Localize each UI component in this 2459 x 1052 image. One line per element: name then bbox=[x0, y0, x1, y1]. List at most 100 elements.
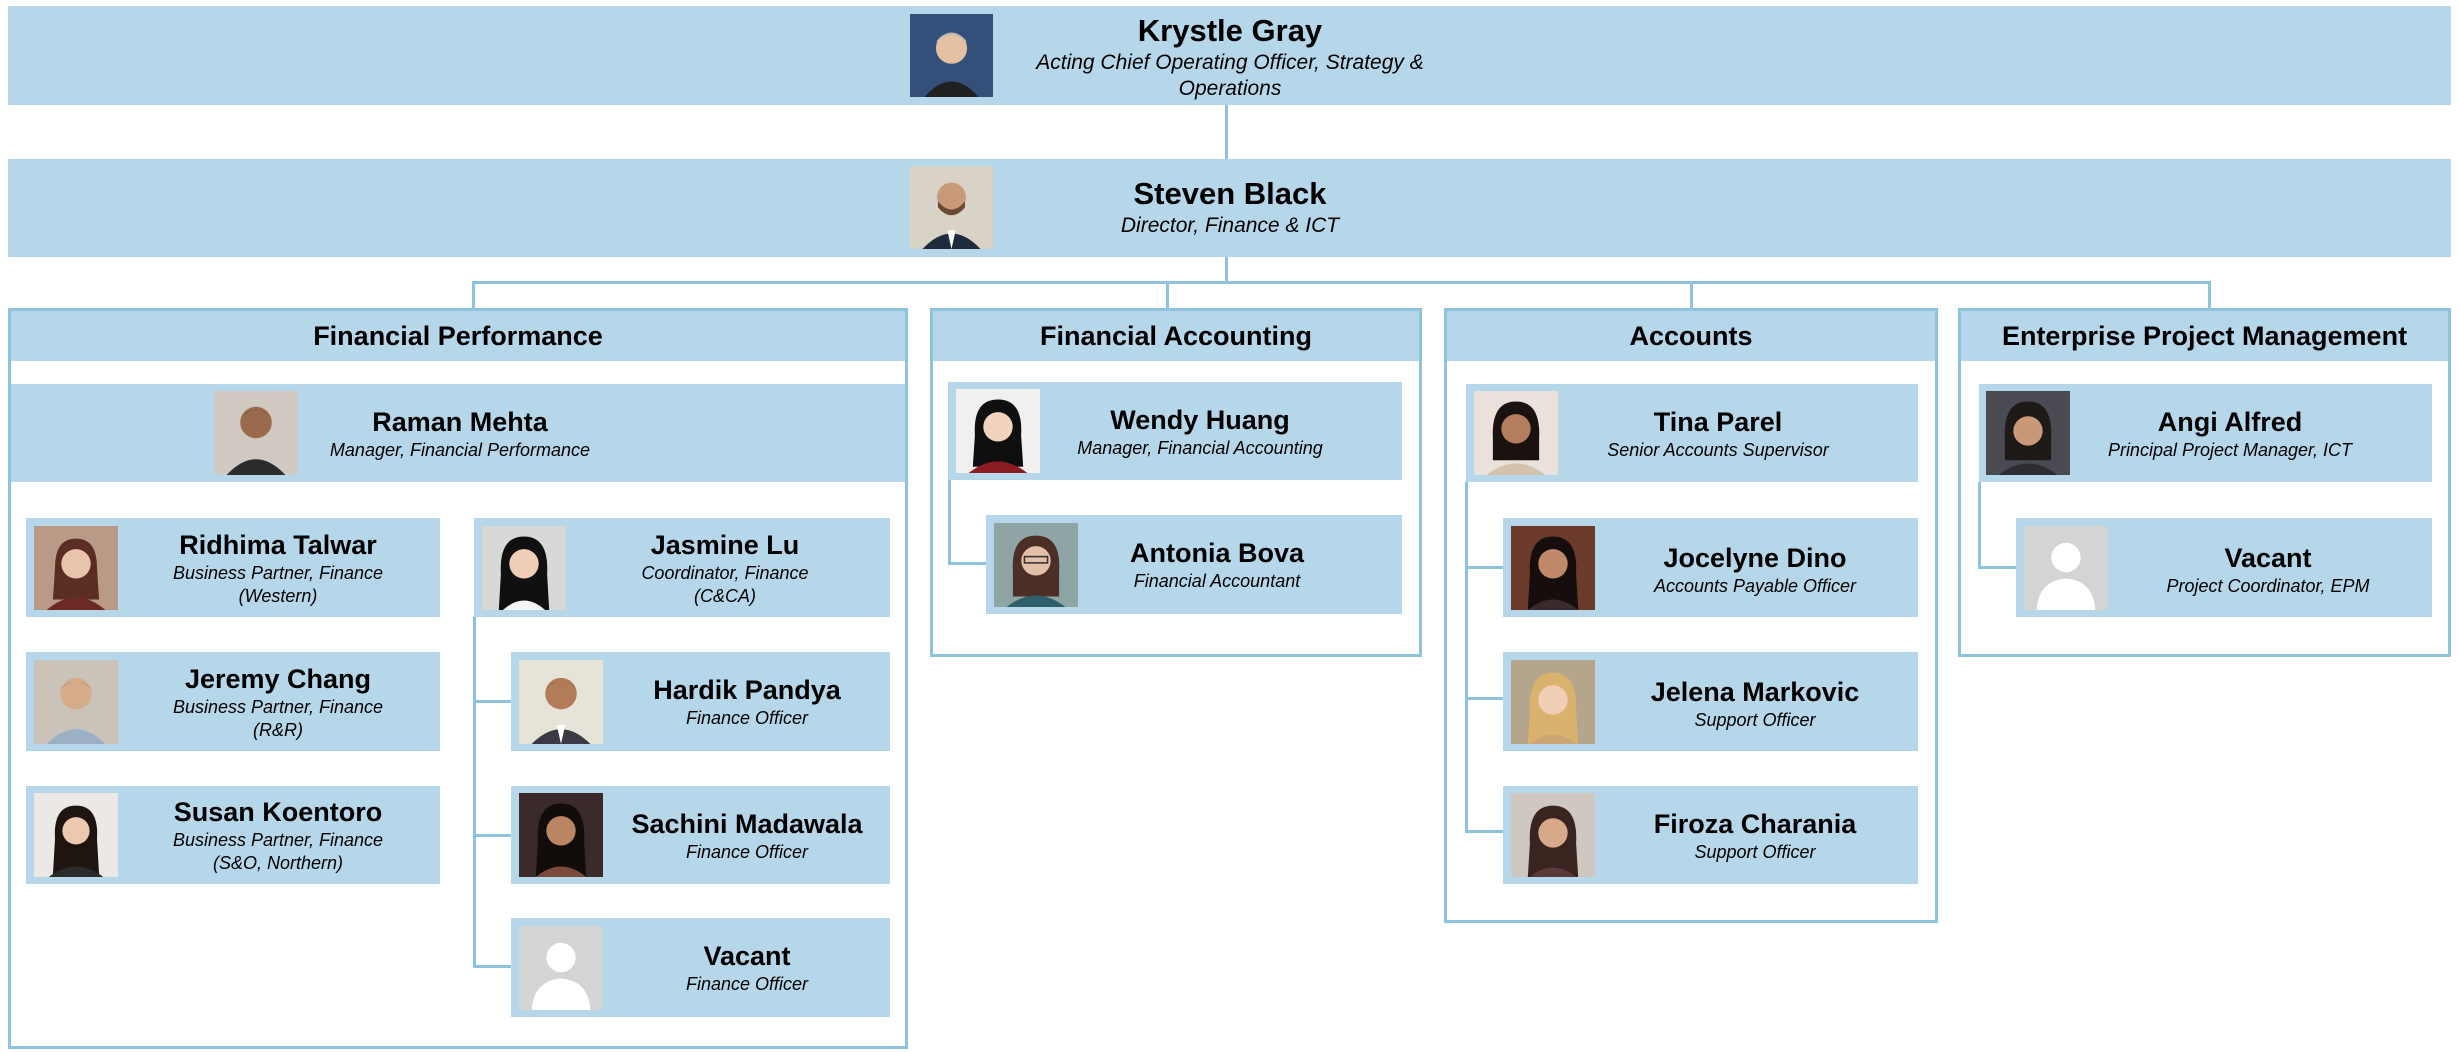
person-photo-icon bbox=[1511, 660, 1595, 744]
department-header: Accounts bbox=[1447, 311, 1935, 361]
connector-vacant bbox=[473, 965, 511, 968]
person-name: Vacant bbox=[703, 941, 791, 971]
connector-antonia-h bbox=[948, 562, 986, 565]
person-title-line2: (Western) bbox=[238, 585, 318, 606]
person-name: Vacant bbox=[2224, 543, 2312, 573]
director-text: Steven Black Director, Finance & ICT bbox=[1060, 174, 1400, 240]
executive-name: Krystle Gray bbox=[1137, 13, 1323, 48]
connector-jocelyne bbox=[1465, 566, 1503, 569]
person-name: Jocelyne Dino bbox=[1663, 543, 1847, 573]
connector-antonia bbox=[948, 480, 951, 564]
person-name: Susan Koentoro bbox=[173, 796, 383, 827]
person-title: Business Partner, Finance bbox=[172, 696, 384, 717]
connector-jasmine-reports bbox=[473, 617, 476, 967]
department-name: Accounts bbox=[1629, 320, 1753, 351]
person-text: Vacant Finance Officer bbox=[608, 938, 886, 998]
person-photo-icon bbox=[214, 391, 298, 475]
person-name: Tina Parel bbox=[1653, 407, 1783, 437]
person-name: Jeremy Chang bbox=[184, 663, 372, 694]
person-photo-icon bbox=[1511, 526, 1595, 610]
person-name: Wendy Huang bbox=[1110, 405, 1290, 435]
person-title: Finance Officer bbox=[685, 708, 809, 728]
person-name: Sachini Madawala bbox=[631, 809, 863, 839]
director-card bbox=[8, 159, 2451, 257]
person-text: Jelena Markovic Support Officer bbox=[1600, 674, 1910, 734]
person-text: Ridhima Talwar Business Partner, Finance… bbox=[128, 528, 428, 608]
director-title: Director, Finance & ICT bbox=[1120, 214, 1340, 237]
person-photo-icon bbox=[482, 526, 566, 610]
connector-firoza bbox=[1465, 830, 1503, 833]
person-name: Jelena Markovic bbox=[1650, 677, 1860, 707]
person-title: Coordinator, Finance bbox=[641, 562, 809, 583]
executive-title: Acting Chief Operating Officer, Strategy… bbox=[1036, 51, 1424, 100]
person-photo-icon bbox=[519, 793, 603, 877]
person-title: Accounts Payable Officer bbox=[1653, 576, 1857, 596]
person-title: Financial Accountant bbox=[1133, 571, 1301, 591]
person-text: Firoza Charania Support Officer bbox=[1600, 806, 1910, 866]
person-text: Hardik Pandya Finance Officer bbox=[608, 672, 886, 732]
department-name: Financial Accounting bbox=[1039, 320, 1313, 351]
department-header: Enterprise Project Management bbox=[1961, 311, 2448, 361]
connector-exec-director bbox=[1225, 105, 1228, 159]
person-name: Ridhima Talwar bbox=[179, 529, 377, 560]
department-name: Financial Performance bbox=[313, 320, 603, 351]
connector-sachini bbox=[473, 834, 511, 837]
person-photo-icon bbox=[34, 526, 118, 610]
executive-card bbox=[8, 6, 2451, 105]
person-text: Vacant Project Coordinator, EPM bbox=[2112, 540, 2424, 600]
person-photo-icon bbox=[519, 660, 603, 744]
person-text: Susan Koentoro Business Partner, Finance… bbox=[128, 795, 428, 875]
vacant-avatar-icon bbox=[2024, 526, 2108, 610]
person-name: Antonia Bova bbox=[1129, 538, 1304, 568]
person-photo-icon bbox=[910, 14, 993, 97]
person-name: Firoza Charania bbox=[1653, 809, 1857, 839]
person-title: Business Partner, Finance bbox=[172, 562, 384, 583]
connector-director-down bbox=[1225, 257, 1228, 283]
person-photo-icon bbox=[1474, 391, 1558, 475]
connector-accounts-reports bbox=[1465, 482, 1468, 832]
person-title: Manager, Financial Performance bbox=[329, 440, 591, 460]
person-photo-icon bbox=[994, 523, 1078, 607]
person-name: Angi Alfred bbox=[2157, 407, 2303, 437]
person-text: Sachini Madawala Finance Officer bbox=[604, 806, 890, 866]
person-title: Finance Officer bbox=[685, 974, 809, 994]
person-card bbox=[11, 384, 905, 482]
person-text: Raman Mehta Manager, Financial Performan… bbox=[310, 404, 610, 464]
person-photo-icon bbox=[1986, 391, 2070, 475]
connector-vacant-epm bbox=[1978, 482, 1981, 568]
executive-text: Krystle Gray Acting Chief Operating Offi… bbox=[995, 13, 1465, 100]
department-name: Enterprise Project Management bbox=[2001, 320, 2408, 351]
person-title: Senior Accounts Supervisor bbox=[1607, 440, 1829, 460]
connector-dept-2 bbox=[1166, 281, 1169, 310]
person-title: Support Officer bbox=[1694, 710, 1816, 730]
person-text: Tina Parel Senior Accounts Supervisor bbox=[1568, 404, 1868, 464]
connector-dept-1 bbox=[472, 281, 475, 310]
person-photo-icon bbox=[910, 166, 993, 249]
person-text: Jeremy Chang Business Partner, Finance (… bbox=[128, 662, 428, 742]
person-title: Support Officer bbox=[1694, 842, 1816, 862]
person-text: Antonia Bova Financial Accountant bbox=[1082, 535, 1352, 595]
person-title-line2: (R&R) bbox=[253, 719, 303, 740]
person-text: Wendy Huang Manager, Financial Accountin… bbox=[1050, 402, 1350, 462]
person-text: Jocelyne Dino Accounts Payable Officer bbox=[1600, 540, 1910, 600]
person-title: Project Coordinator, EPM bbox=[2166, 576, 2370, 596]
person-text: Jasmine Lu Coordinator, Finance (C&CA) bbox=[570, 528, 880, 608]
connector-dept-4 bbox=[2208, 281, 2211, 310]
person-title-line2: (S&O, Northern) bbox=[212, 852, 344, 873]
person-title: Business Partner, Finance bbox=[172, 829, 384, 850]
connector-dept-3 bbox=[1690, 281, 1693, 310]
person-photo-icon bbox=[34, 660, 118, 744]
connector-vacant-epm-h bbox=[1978, 566, 2016, 569]
person-title: Finance Officer bbox=[685, 842, 809, 862]
person-photo-icon bbox=[34, 793, 118, 877]
department-header: Financial Accounting bbox=[933, 311, 1419, 361]
person-title: Principal Project Manager, ICT bbox=[2107, 440, 2353, 460]
connector-jelena bbox=[1465, 697, 1503, 700]
person-text: Angi Alfred Principal Project Manager, I… bbox=[2080, 404, 2380, 464]
person-photo-icon bbox=[956, 389, 1040, 473]
person-title-line2: (C&CA) bbox=[694, 585, 756, 606]
person-name: Jasmine Lu bbox=[650, 529, 800, 560]
connector-dept-bus bbox=[472, 281, 2211, 284]
director-name: Steven Black bbox=[1133, 176, 1327, 211]
person-name: Hardik Pandya bbox=[653, 675, 841, 705]
